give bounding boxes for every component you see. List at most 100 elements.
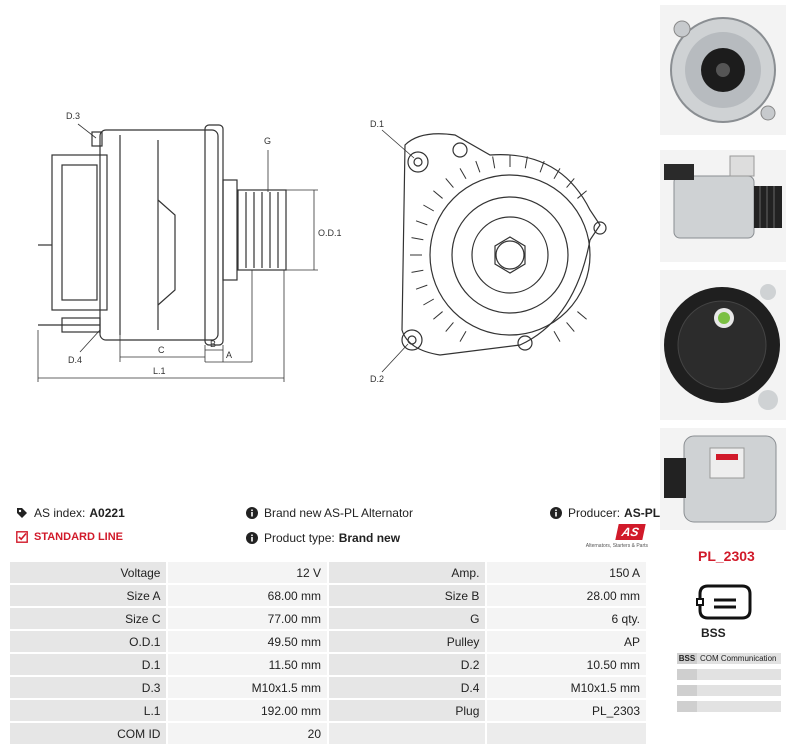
spec-label: COM ID [10,723,167,744]
product-photo-front[interactable] [660,5,786,135]
alternator-rear-image [664,284,780,410]
vent-slot [433,311,443,320]
label-od1: O.D.1 [318,228,342,238]
spec-value: M10x1.5 mm [487,677,646,698]
label-c: C [158,345,165,355]
stator-housing-outline [99,129,219,341]
label-d3: D.3 [66,111,80,121]
as-logo[interactable]: AS Alternators, Starters & Parts [586,524,648,552]
spec-label [329,723,486,744]
spec-value: 20 [168,723,328,744]
checkbox-icon [16,531,28,543]
plug-pin-key [677,701,697,712]
plug-connector-icon [696,584,752,620]
vent-slot [411,269,424,273]
spec-label: D.4 [329,677,486,698]
spec-label: Amp. [329,562,486,583]
plug-pin-value: COM Communication [700,654,777,663]
vent-slot [539,160,545,173]
vent-slot [445,178,454,188]
plug-pin-row [677,669,781,680]
brand-line: Brand new AS-PL Alternator [246,506,413,520]
producer-label: Producer: [568,506,621,520]
spec-label: Size A [10,585,167,606]
spec-value: 77.00 mm [168,608,328,629]
label-d4: D.4 [68,355,82,365]
label-l1: L.1 [153,366,166,376]
as-logo-mark: AS [615,524,646,540]
alternator-top-image [664,435,777,523]
vent-slot [459,330,467,342]
label-b: B [210,339,216,349]
label-g: G [264,136,271,146]
pulley-outline [237,189,287,271]
spec-label: Size C [10,608,167,629]
vent-slot [577,190,587,199]
info-circle-icon [550,507,562,519]
vent-slot [445,322,454,332]
as-logo-tagline: Alternators, Starters & Parts [585,543,648,549]
spec-value: M10x1.5 mm [168,677,328,698]
product-type-line: Product type: Brand new [246,531,400,545]
spec-label: Voltage [10,562,167,583]
spec-label: D.3 [10,677,167,698]
as-index-label: AS index: [34,506,86,520]
as-index-line: AS index: A0221 [16,506,125,520]
spec-value: 28.00 mm [487,585,646,606]
standard-line-text: STANDARD LINE [34,531,124,543]
spec-label: Plug [329,700,486,721]
vent-slot [415,220,428,226]
spec-label: G [329,608,486,629]
product-type-label: Product type: [264,531,335,545]
product-photo-top[interactable] [660,428,786,530]
spec-value: 10.50 mm [487,654,646,675]
vent-slot [577,311,587,320]
alternator-side-image [664,155,782,239]
spec-value: PL_2303 [487,700,646,721]
vent-slot [411,237,424,241]
spec-value: 6 qty. [487,608,646,629]
spec-value: AP [487,631,646,652]
technical-drawing: D.3 G O.D.1 D.1 D.2 D.4 C B A L.1 [37,111,607,384]
spec-value: 192.00 mm [168,700,328,721]
label-d1: D.1 [370,119,384,129]
vent-slot [475,160,481,173]
plug-pin-row [677,685,781,696]
spec-value: 12 V [168,562,328,583]
spec-label: Pulley [329,631,486,652]
vent-slot [553,330,561,342]
alternator-front-image [670,17,776,123]
vent-slot [553,168,561,180]
product-photo-side[interactable] [660,150,786,262]
product-type-value: Brand new [338,531,401,545]
label-a: A [226,350,232,360]
spec-value: 11.50 mm [168,654,328,675]
rear-cover-outline [51,154,108,311]
info-circle-icon [246,532,258,544]
plug-pin-key: BSS [677,653,697,664]
spec-value: 68.00 mm [168,585,328,606]
standard-line-row: STANDARD LINE [16,531,123,543]
plug-code[interactable]: PL_2303 [698,548,755,564]
vent-slot [492,156,496,169]
info-circle-icon [246,507,258,519]
producer-value: AS-PL [624,506,661,520]
spec-value: 49.50 mm [168,631,328,652]
spec-label: Size B [329,585,486,606]
spec-label: D.1 [10,654,167,675]
spec-value: 150 A [487,562,646,583]
product-photo-rear[interactable] [660,270,786,420]
spec-label: D.2 [329,654,486,675]
plug-pin-row [677,701,781,712]
as-index-value: A0221 [89,506,125,520]
vent-slot [524,156,528,169]
